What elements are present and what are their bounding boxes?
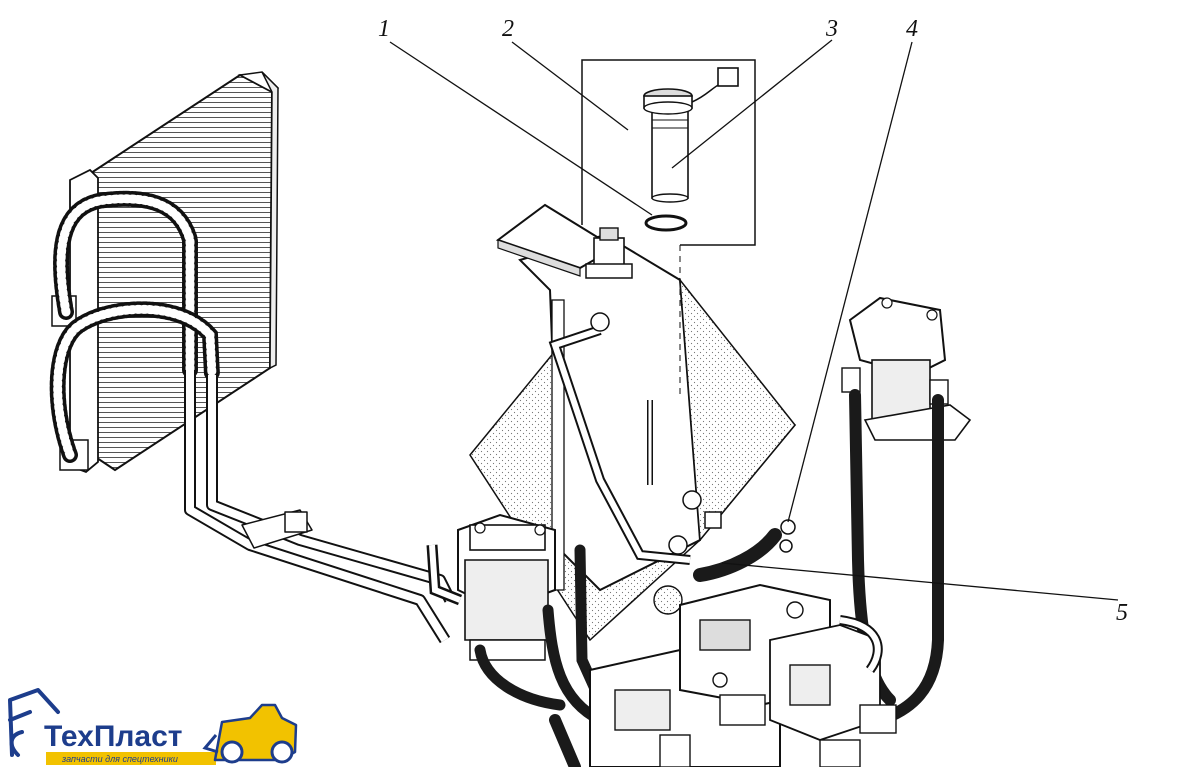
callout-labels: 1 2 3 4 5	[378, 16, 1128, 626]
callout-2: 2	[502, 16, 514, 42]
leader-5	[721, 562, 1119, 601]
callout-5: 5	[1116, 600, 1128, 626]
leader-3	[671, 39, 833, 169]
callout-1: 1	[378, 16, 390, 42]
drain-plug-fittings	[779, 519, 796, 553]
control-valve-blocks	[589, 583, 897, 767]
callout-4: 4	[906, 16, 918, 42]
cooler-return-tubes	[184, 370, 456, 644]
callout-3: 3	[825, 16, 838, 42]
front-pump-assembly	[426, 513, 556, 661]
leader-2	[511, 41, 629, 131]
cooler-corrugated-hoses	[49, 190, 220, 463]
leader-4	[787, 41, 913, 523]
brand-part2: Пласт	[94, 720, 183, 753]
callout-leaders	[389, 39, 1119, 601]
techplast-logo: ТехПласт запчасти для спецтехники	[8, 688, 298, 765]
oil-cooler-radiator	[51, 71, 280, 474]
leader-1	[389, 41, 653, 216]
excavator-icon	[8, 688, 60, 757]
filler-strainer-inset	[581, 59, 756, 395]
loader-icon	[202, 703, 298, 764]
tagline-bar	[46, 752, 216, 765]
brand-part1: Тех	[44, 720, 94, 753]
hydraulic-tank	[469, 203, 797, 642]
svg-text:ТехПласт: ТехПласт	[44, 720, 183, 753]
brand-tagline: запчасти для спецтехники	[61, 754, 178, 764]
